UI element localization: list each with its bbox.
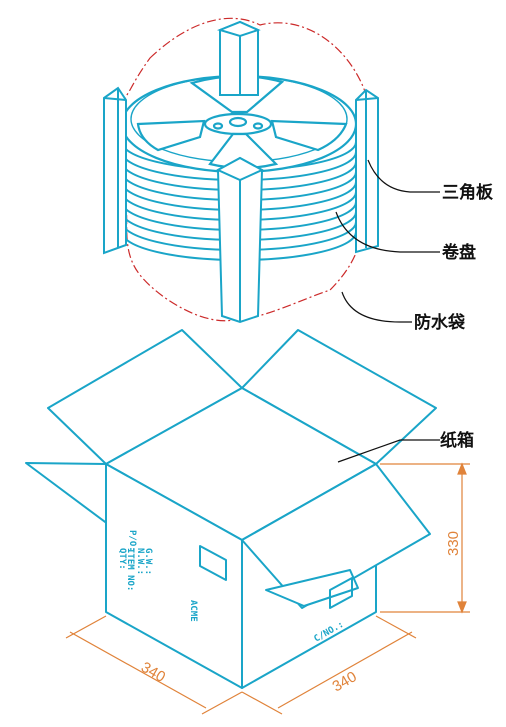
label-carton: 纸箱 [440,430,474,451]
mark-item: ITEM NO: [125,548,135,591]
dim-width-left: 340 [138,659,168,686]
leader-carton [337,439,440,463]
dimension-lines [65,462,470,715]
mark-po: P/O: [127,530,137,552]
triangle-board-right [355,88,379,254]
mark-vertical: ACME [188,600,198,622]
handle-hole-left [199,545,227,581]
label-reel: 卷盘 [441,242,476,263]
leader-lines-upper [335,159,440,323]
dim-height: 330 [445,531,462,556]
flap-inner [265,569,359,607]
carton [25,329,437,689]
label-waterproof-bag: 防水袋 [414,312,466,333]
mark-nw: N.W.: [135,548,145,575]
label-triangle-board: 三角板 [442,182,494,203]
triangle-board-back [216,20,261,96]
leader-reel [335,211,440,253]
leader-triangle-board [367,159,440,193]
triangle-board-front [215,156,265,324]
mark-qty: QTY: [117,548,127,570]
leader-waterproof-bag [341,291,412,323]
mark-gw: G.W.: [143,548,153,575]
handle-hole-right [329,577,353,609]
dim-width-right: 340 [330,668,360,695]
triangle-board-left [103,86,127,255]
